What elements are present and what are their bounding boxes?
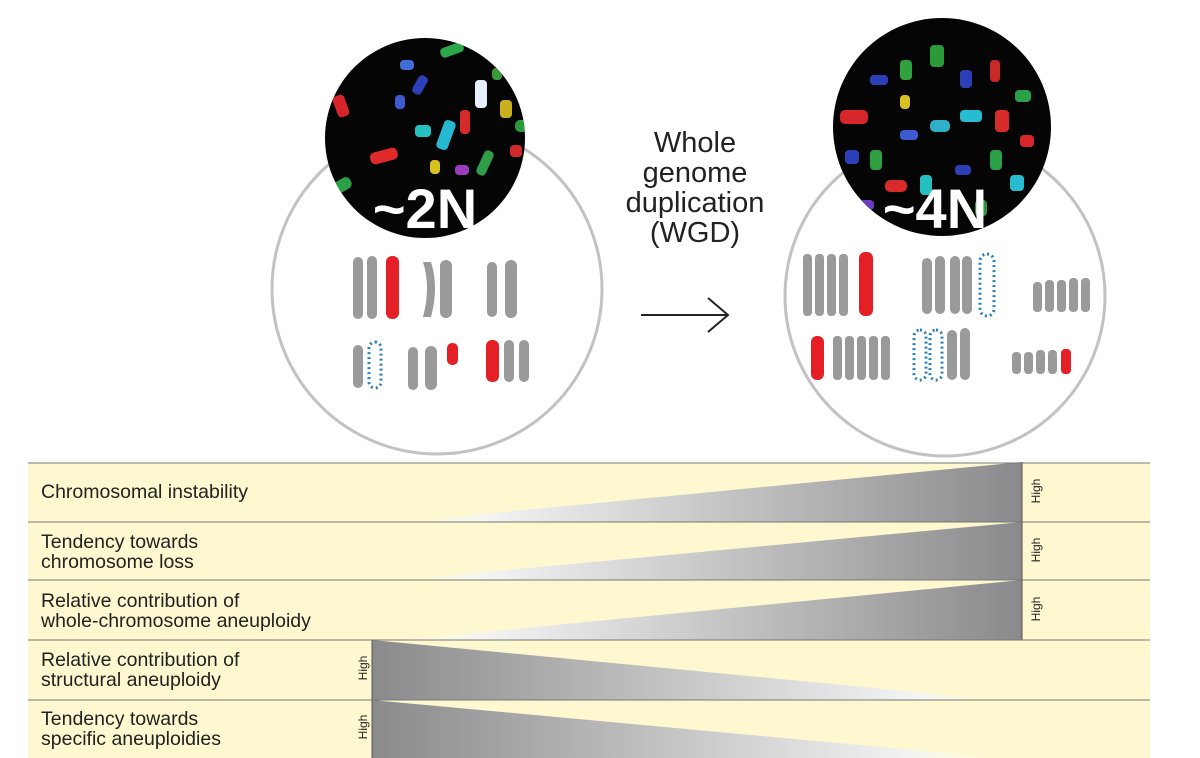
lost-chromosome-outline (367, 340, 383, 390)
row-label-line: whole-chromosome aneuploidy (41, 610, 311, 632)
row-label-line: Tendency towards (41, 531, 199, 553)
trend-row-specific-aneuploidies (371, 700, 1000, 758)
diploid-fluorescent-chromosomes (330, 42, 525, 195)
row-label-line: Relative contribution of (41, 590, 240, 612)
trend-row-chromosomal-instability (400, 462, 1023, 522)
row-label-line: structural aneuploidy (41, 669, 221, 691)
red-chromosome (386, 256, 399, 319)
tetraploid-fluorescent-chromosomes (840, 45, 1034, 216)
row-label-line: Chromosomal instability (41, 481, 248, 503)
row-label-line: chromosome loss (41, 551, 194, 573)
tetraploid-karyotype (803, 252, 1090, 382)
trend-row-structural-aneuploidy (371, 640, 1000, 700)
trend-row-chromosome-loss (400, 522, 1023, 580)
high-label: High (1029, 478, 1043, 504)
high-label: High (1029, 537, 1043, 563)
row-label-chromosomal-instability: Chromosomal instability (41, 482, 248, 502)
row-label-whole-chromosome-aneuploidy: Relative contribution of whole-chromosom… (41, 591, 311, 631)
high-label: High (356, 714, 370, 740)
high-label: High (1029, 596, 1043, 622)
wgd-label: Whole genome duplication (WGD) (620, 128, 770, 248)
row-label-chromosome-loss: Tendency towards chromosome loss (41, 532, 198, 572)
wgd-arrow (641, 297, 730, 333)
row-label-structural-aneuploidy: Relative contribution of structural aneu… (41, 650, 239, 690)
tetraploid-ploidy-label: ~4N (883, 177, 987, 240)
wgd-label-line: duplication (625, 187, 765, 219)
trend-panel (28, 462, 1150, 758)
wgd-label-line: (WGD) (649, 217, 741, 249)
row-label-specific-aneuploidies: Tendency towards specific aneuploidies (41, 709, 221, 749)
row-label-line: specific aneuploidies (41, 728, 221, 750)
row-label-line: Relative contribution of (41, 649, 240, 671)
diploid-cell: ~2N (270, 38, 604, 456)
trend-row-whole-chromosome-aneuploidy (400, 580, 1023, 640)
wgd-label-line: genome (642, 157, 748, 189)
row-label-line: Tendency towards (41, 708, 199, 730)
tetraploid-cell: ~4N (783, 18, 1107, 458)
diploid-karyotype (353, 256, 529, 390)
wgd-label-line: Whole (653, 127, 737, 159)
high-label: High (356, 655, 370, 681)
diploid-ploidy-label: ~2N (373, 177, 477, 240)
